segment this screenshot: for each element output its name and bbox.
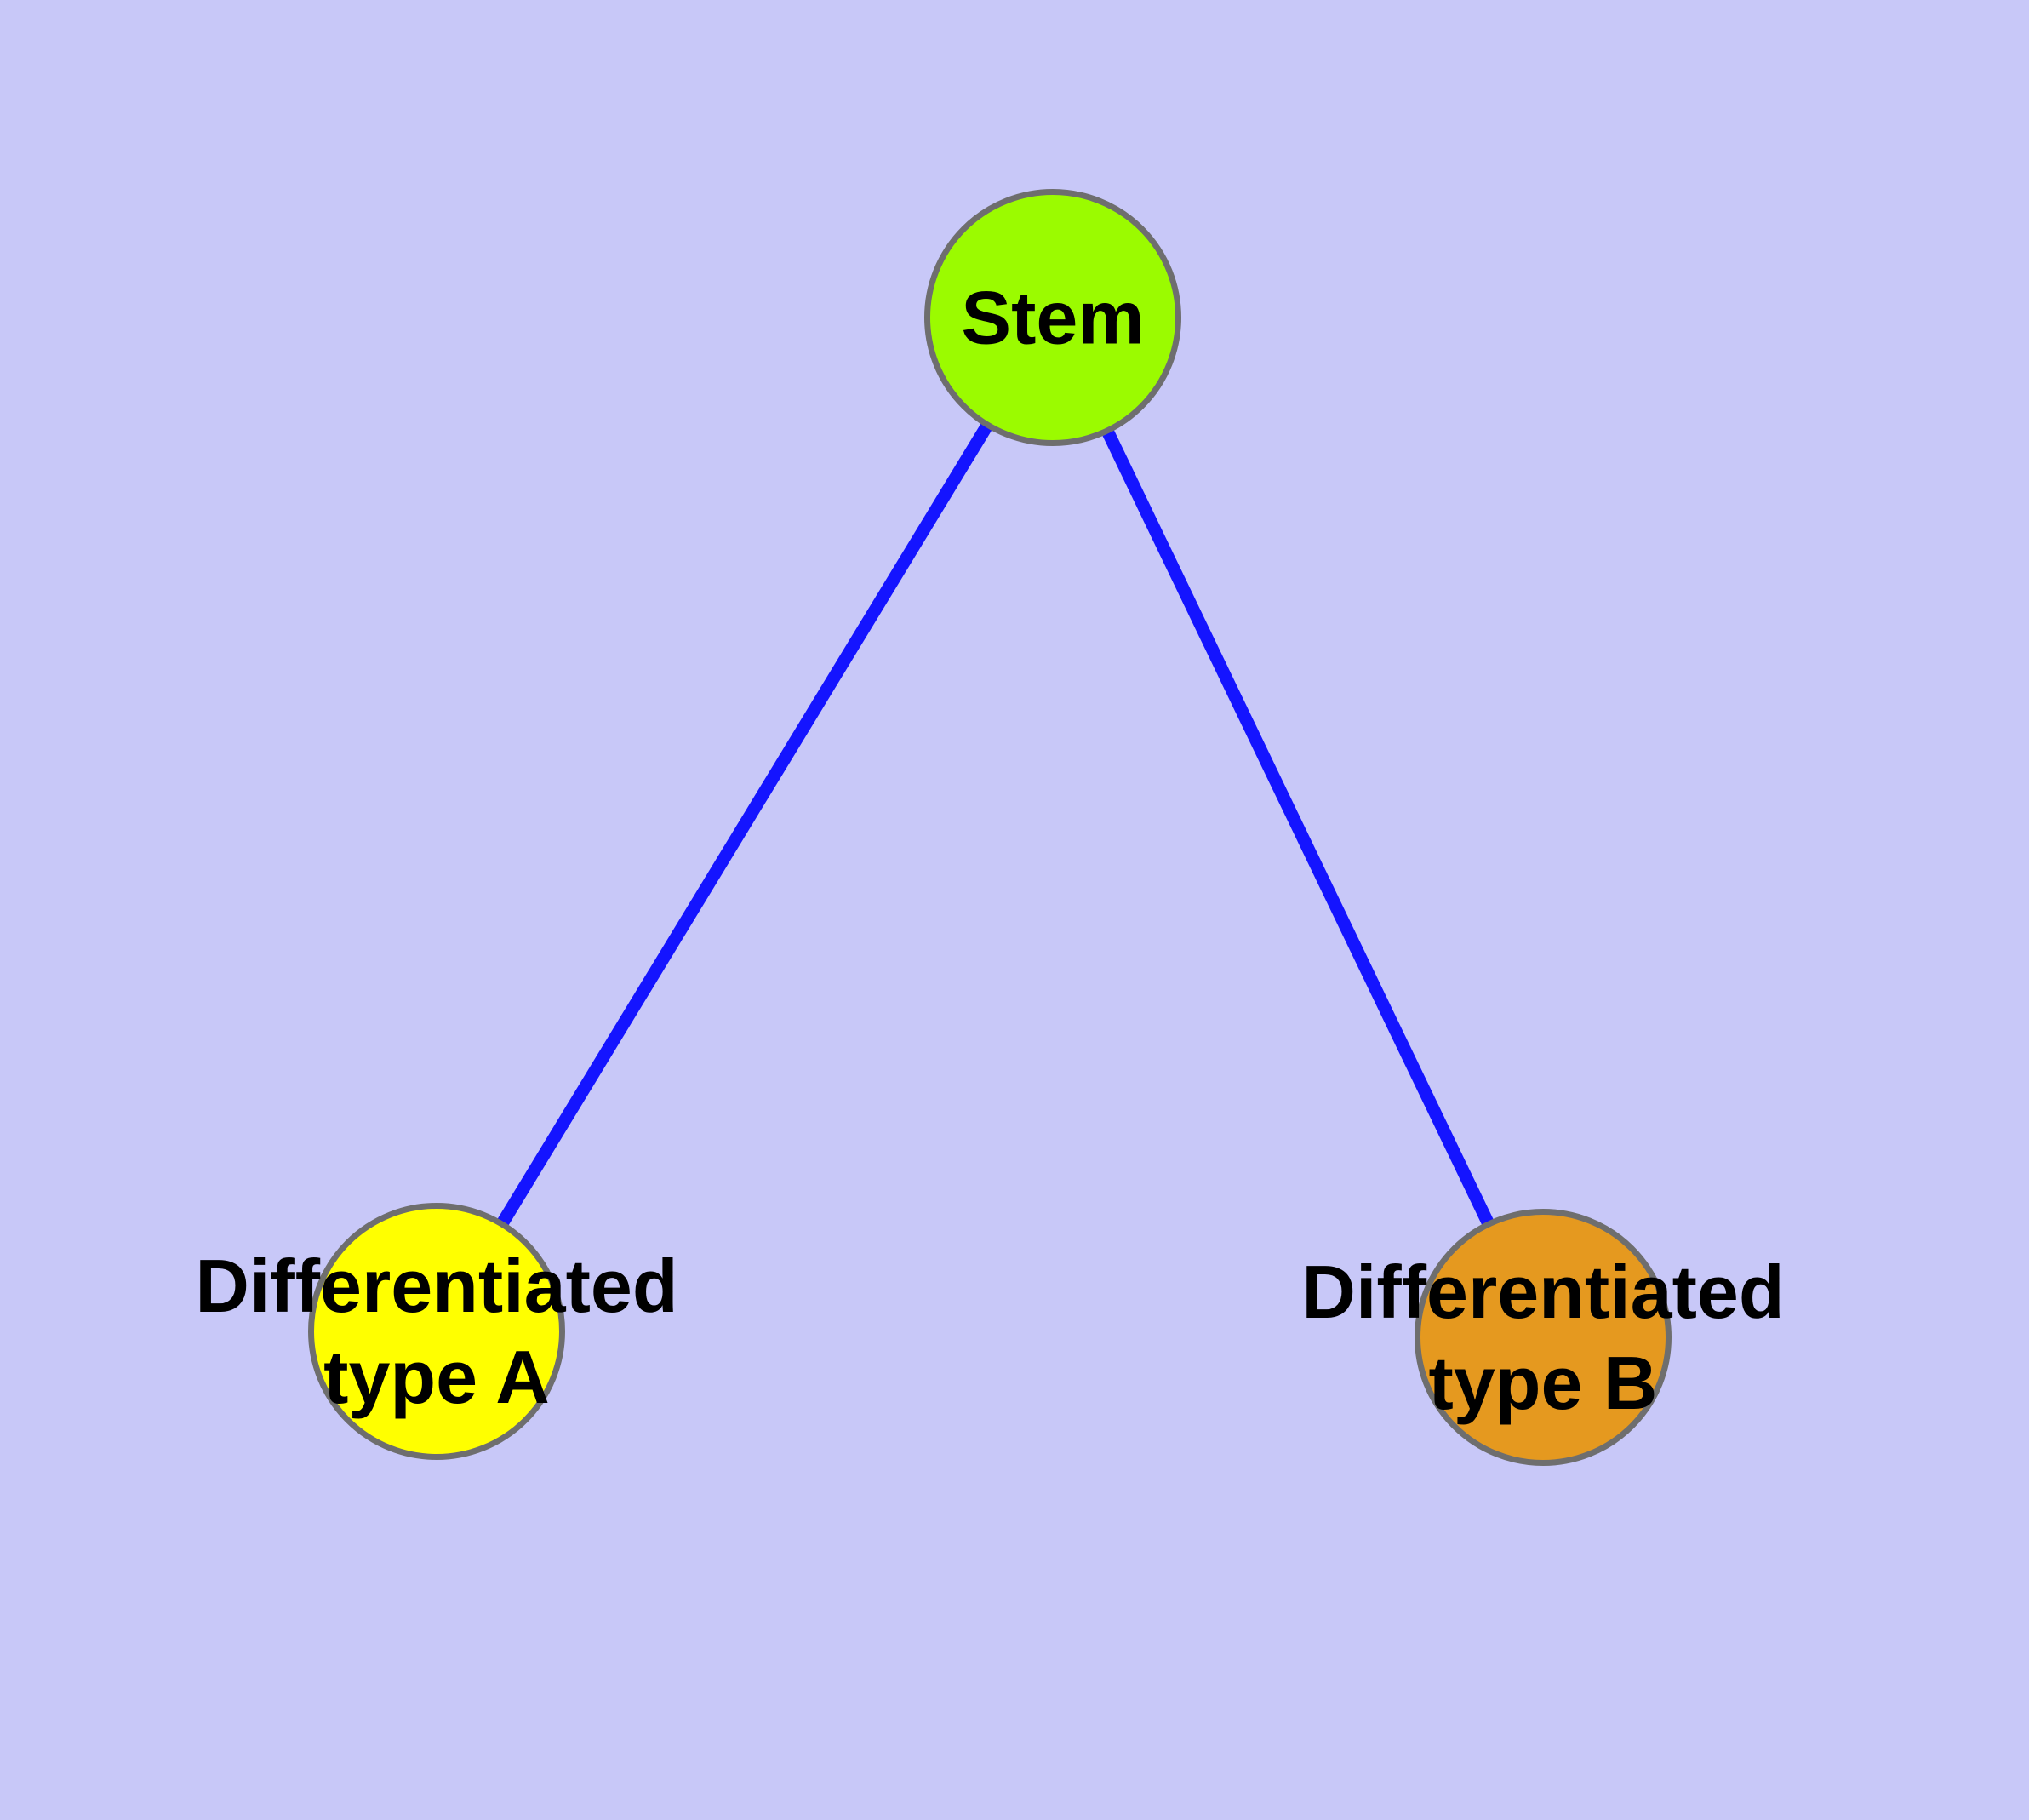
node-differentiated-type-a-label: Differentiated type A <box>195 1240 677 1422</box>
node-differentiated-type-b-label-line1: Differentiated <box>1301 1250 1785 1334</box>
node-differentiated-type-b-label-line2: type B <box>1428 1341 1658 1425</box>
node-differentiated-type-b: Differentiated type B <box>1301 1209 1785 1466</box>
node-stem: Stem <box>924 189 1181 446</box>
node-differentiated-type-a-label-line1: Differentiated <box>195 1244 678 1328</box>
node-stem-label-text: Stem <box>961 275 1145 360</box>
edge-stem-to-type-a <box>431 314 1059 1335</box>
node-stem-label: Stem <box>961 272 1144 363</box>
node-differentiated-type-a: Differentiated type A <box>195 1203 678 1460</box>
node-differentiated-type-b-label: Differentiated type B <box>1301 1246 1784 1428</box>
edge-stem-to-type-b <box>1047 314 1549 1341</box>
node-differentiated-type-a-label-line2: type A <box>323 1335 550 1419</box>
